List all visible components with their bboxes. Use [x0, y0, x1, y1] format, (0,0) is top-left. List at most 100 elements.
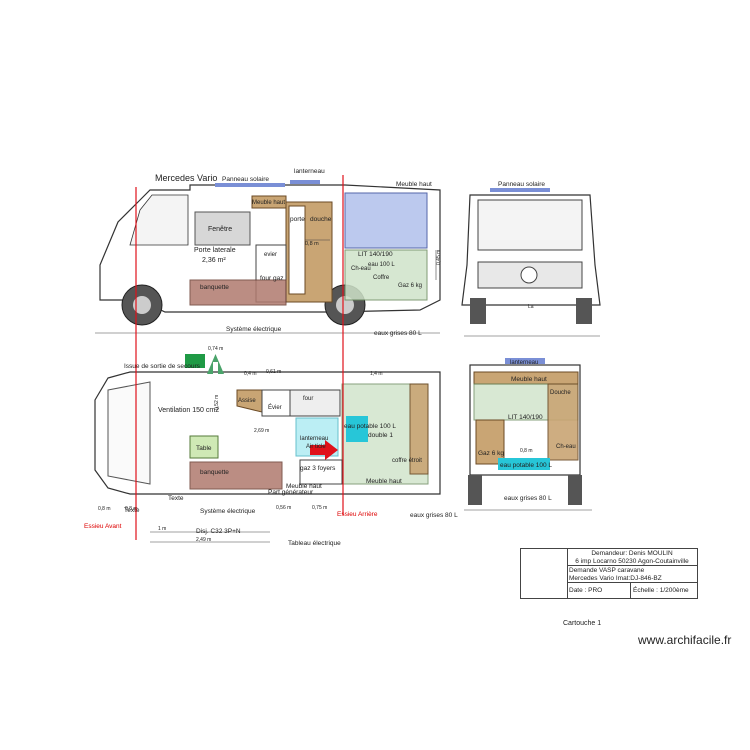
rear-right-tire [568, 475, 582, 505]
sink-plan-label: Évier [268, 404, 282, 411]
skylight-plan-label: lanterneau [300, 436, 328, 442]
scale-text: Échelle : 1/200ème [633, 587, 689, 594]
rear-left-tire [468, 475, 482, 505]
dim-061: 0,61 m [266, 369, 281, 375]
brand-emblem [520, 266, 538, 284]
rear-water-tank [498, 458, 550, 470]
grey-water-plan-label: eaux grises 80 L [410, 512, 458, 519]
electrical-label: Système électrique [226, 326, 282, 333]
wardrobe-label: coffre étroit [392, 458, 422, 464]
solar-panel-side [215, 183, 285, 187]
safe-label: Coffre [373, 275, 390, 281]
side-view: Mercedes Vario Panneau solaire lanternea… [95, 168, 442, 337]
text-1-label: Texte [168, 495, 184, 502]
rear-upper-cabinet-label: Meuble haut [511, 376, 547, 383]
dim-14: 1,4 m [370, 371, 383, 377]
table-plan [189, 435, 219, 459]
side-door-label: Porte laterale [194, 247, 236, 254]
dim-249: 2,49 m [196, 537, 211, 543]
gas-label: Gaz 6 kg [398, 283, 422, 289]
rear-axle-label: Essieu Arrière [337, 511, 378, 518]
upper-cabinet-2-label: Meuble haut [252, 200, 285, 206]
cab-window [129, 194, 189, 246]
stove-plan [299, 459, 343, 485]
rear-water-label: eau potable 100 L [500, 462, 552, 469]
dim-height-label: 0,45 m [436, 250, 442, 265]
breaker-label: Disj. C32 3P+N [196, 528, 241, 535]
oven-label: four [303, 396, 313, 402]
front-solar-label: Panneau solaire [498, 181, 545, 188]
water-box-side [344, 249, 428, 301]
seat-label: Assise [238, 398, 256, 404]
dim-056: 0,56 m [276, 505, 291, 511]
rear-bed-label: LIT 140/190 [508, 414, 543, 421]
ventilation-label: Ventilation 150 cm2 [158, 407, 219, 414]
date-text: Date : PRO [567, 583, 631, 599]
stove-label: four gaz [260, 275, 284, 282]
emergency-exit-label: Issue de sortie de secours [124, 363, 201, 370]
bed-box-side [344, 192, 428, 249]
title-block-logo [521, 549, 568, 599]
oven-plan [289, 389, 341, 417]
panel-label: Tableau électrique [288, 540, 341, 547]
emergency-exit-sign-icon [185, 354, 205, 368]
requester-text: Demandeur: Denis MOULIN [591, 550, 673, 557]
water-label: eau 100 L [368, 262, 395, 268]
drinking-water-label: eau potable 100 L [344, 423, 396, 430]
generator-label: Part générateur [268, 489, 314, 496]
solar-panel-label: Panneau solaire [222, 176, 269, 183]
request-text: Demande VASP caravane [569, 567, 645, 574]
vehicle-reg-text: Mercedes Vario Imat:DJ-846-BZ [569, 575, 662, 582]
dim-08: 0,8 m [125, 506, 138, 512]
upper-cab-label: Meuble haut [286, 483, 322, 490]
electrical-plan-label: Système électrique [200, 508, 256, 515]
rear-shower-label: Douche [550, 390, 571, 396]
water-tank-plan [346, 416, 368, 442]
bench-label: banquette [200, 284, 229, 291]
door-area-label: 2,36 m² [202, 257, 226, 264]
dim-269: 2,69 m [254, 428, 269, 434]
front-hub-side [133, 296, 151, 314]
exit-arrow-icon [207, 354, 224, 374]
rear-view: lanterneau Meuble haut LIT 140/190 Douch… [464, 358, 592, 511]
skylight-side [290, 180, 320, 184]
bench-plan-label: banquette [200, 469, 229, 476]
gas-burners-label: gaz 3 foyers [300, 465, 336, 472]
upper-cabinet-side [251, 195, 287, 209]
title-block: Demandeur: Denis MOULIN 6 imp Locarno 50… [520, 548, 698, 599]
rear-grey-water-label: eaux grises 80 L [504, 495, 552, 502]
shower-door [288, 205, 306, 295]
dim-door-label: 0,8 m [305, 241, 319, 247]
front-view: Panneau solaire La [461, 181, 601, 337]
cab-area [107, 381, 151, 485]
air-vent-label: Air ticle [306, 444, 326, 450]
solar-panel-front [490, 188, 550, 192]
address-text: 6 imp Locarno 50230 Agon-Coutainville [575, 558, 689, 565]
skylight-label: lanterneau [294, 168, 325, 175]
dim-1: 1 m [158, 526, 166, 532]
title-block-requester-row: Demandeur: Denis MOULIN 6 imp Locarno 50… [567, 549, 697, 566]
rear-shower [547, 383, 579, 461]
wardrobe-plan [409, 383, 429, 475]
text-2-label: Texte [124, 507, 140, 514]
front-left-tire [470, 298, 486, 324]
chest-label: Ch-eau [351, 266, 371, 272]
double-bed-label: double 1 [368, 432, 393, 439]
dim-052: 0,52 m [214, 395, 220, 410]
rear-gas-box [475, 419, 505, 465]
front-right-tire [576, 298, 592, 324]
window-box [194, 211, 251, 246]
front-axle-label: Essieu Avant [84, 523, 122, 530]
rear-skylight-label: lanterneau [510, 360, 538, 366]
shower-label: douche [310, 216, 332, 223]
windshield [477, 199, 583, 251]
bed-label: LIT 140/190 [358, 251, 393, 258]
shower-door-label: porte [290, 216, 305, 223]
rear-gas-label: Gaz 6 kg [478, 450, 504, 457]
plate-label: La [528, 304, 534, 310]
watermark: www.archifacile.fr [638, 633, 732, 647]
entry-arrow-icon [310, 440, 338, 460]
dim-08b: 0,8 m [98, 506, 111, 512]
skylight-rear [505, 358, 545, 364]
